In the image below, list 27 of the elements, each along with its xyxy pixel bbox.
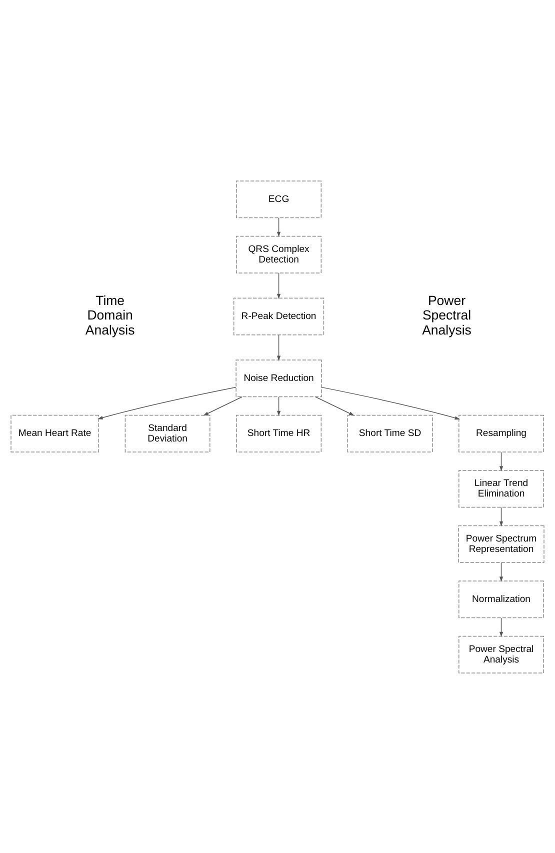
node-box: Resampling [458, 414, 544, 452]
node-box: Short Time SD [347, 414, 433, 452]
node-box: Standard Deviation [124, 414, 210, 452]
arrow [321, 386, 460, 420]
node-box: Linear Trend Elimination [458, 470, 544, 508]
arrow [276, 217, 281, 236]
arrow [276, 396, 281, 416]
node-box: ECG [236, 180, 322, 218]
node-box: R-Peak Detection [233, 297, 324, 335]
node-box: QRS Complex Detection [236, 235, 322, 273]
node-box: Power Spectral Analysis [458, 635, 544, 673]
arrow [98, 386, 236, 419]
arrow [499, 451, 504, 471]
node-box: Noise Reduction [236, 359, 322, 397]
arrow [499, 617, 504, 636]
node-box: Mean Heart Rate [10, 414, 100, 452]
node-box: Short Time HR [236, 414, 322, 452]
arrow [203, 396, 242, 416]
arrow [499, 562, 504, 582]
arrow [276, 272, 281, 298]
label: Time Domain Analysis [85, 292, 135, 337]
node-box: Normalization [458, 580, 544, 618]
arrow [276, 334, 281, 360]
label: Power Spectral Analysis [422, 292, 472, 337]
arrow [499, 506, 504, 526]
node-box: Power Spectrum Representation [458, 524, 544, 562]
arrow [315, 396, 354, 416]
